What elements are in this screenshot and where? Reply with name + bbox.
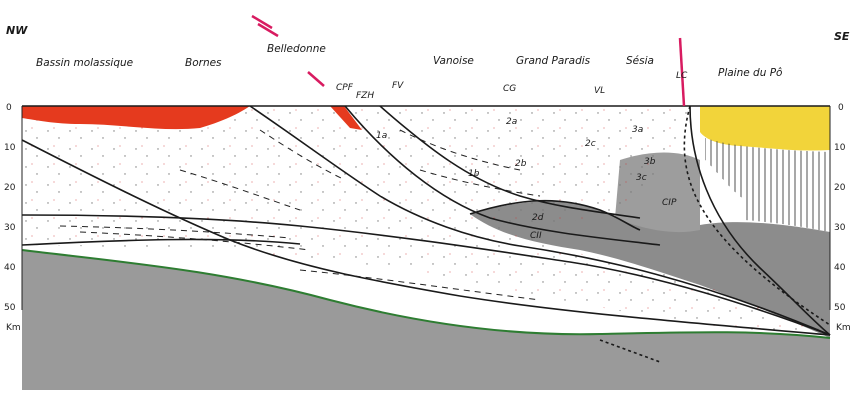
unit-cii: CII (530, 231, 542, 241)
depth-tick-left-50: 50 (4, 303, 16, 313)
region-plaine-du-po: Plaine du Pô (718, 67, 782, 79)
unit-2d: 2d (532, 213, 544, 223)
unit-cip: CIP (662, 198, 677, 208)
region-bornes: Bornes (185, 57, 222, 69)
depth-tick-left-40: 40 (4, 263, 16, 273)
fault-lc: LC (676, 71, 688, 81)
depth-tick-right-0: 0 (838, 103, 844, 113)
unit-3b: 3b (644, 157, 656, 167)
depth-tick-right-40: 40 (834, 263, 846, 273)
depth-tick-right-20: 20 (834, 183, 846, 193)
unit-2a: 2a (506, 117, 517, 127)
depth-tick-right-10: 10 (834, 143, 846, 153)
fault-fv: FV (392, 81, 404, 91)
depth-tick-right-30: 30 (834, 223, 846, 233)
fault-cpf: CPF (336, 83, 354, 93)
unit-1b: 1b (468, 169, 480, 179)
unit-3c: 3c (636, 173, 647, 183)
depth-unit-right: Km (836, 323, 851, 333)
unit-1a: 1a (376, 131, 387, 141)
region-sesia: Sésia (626, 55, 654, 67)
fault-fzh: FZH (356, 91, 374, 101)
fault-cg: CG (503, 84, 516, 94)
depth-unit-left: Km (6, 323, 21, 333)
depth-tick-right-50: 50 (834, 303, 846, 313)
depth-tick-left-10: 10 (4, 143, 16, 153)
fault-vl: VL (594, 86, 605, 96)
region-bassin-molassique: Bassin molassique (36, 57, 133, 69)
direction-left: NW (6, 24, 28, 37)
unit-3a: 3a (632, 125, 643, 135)
depth-tick-left-20: 20 (4, 183, 16, 193)
unit-2b: 2b (515, 159, 527, 169)
region-belledonne: Belledonne (267, 43, 326, 55)
direction-right: SE (834, 30, 850, 43)
region-grand-paradis: Grand Paradis (516, 55, 591, 67)
unit-2c: 2c (585, 139, 596, 149)
depth-tick-left-0: 0 (6, 103, 12, 113)
depth-tick-left-30: 30 (4, 223, 16, 233)
region-vanoise: Vanoise (433, 55, 474, 67)
